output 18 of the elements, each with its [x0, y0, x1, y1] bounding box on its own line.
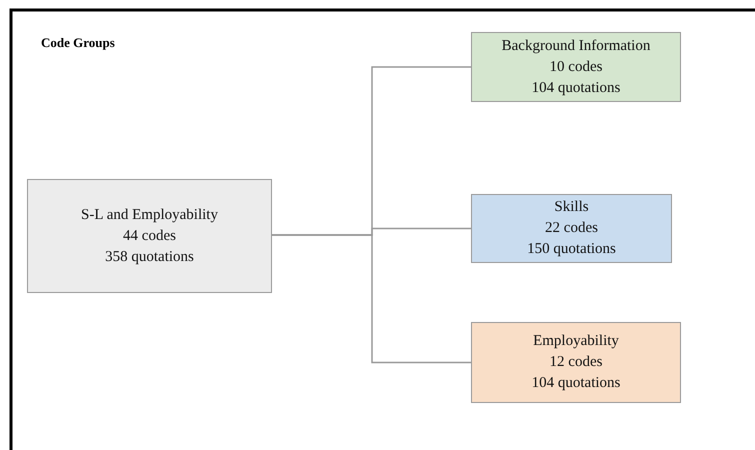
group-name: Background Information — [502, 36, 650, 56]
group-count: 104 quotations — [532, 78, 620, 98]
diagram-title: Code Groups — [41, 35, 115, 51]
connector-line — [272, 234, 471, 364]
group-box — [471, 32, 681, 102]
group-count: 22 codes — [545, 219, 598, 238]
group-box — [471, 194, 672, 263]
group-box — [27, 179, 272, 293]
group-count: 10 codes — [550, 58, 602, 76]
group-name: Skills — [554, 198, 589, 217]
group-box — [471, 322, 681, 403]
group-name: Employability — [533, 332, 619, 351]
group-count: 358 quotations — [105, 248, 194, 266]
group-name: S-L and Employability — [81, 206, 218, 224]
group-count: 104 quotations — [532, 374, 620, 393]
group-count: 44 codes — [123, 226, 176, 246]
group-count: 12 codes — [550, 353, 602, 372]
group-count: 150 quotations — [527, 240, 616, 259]
